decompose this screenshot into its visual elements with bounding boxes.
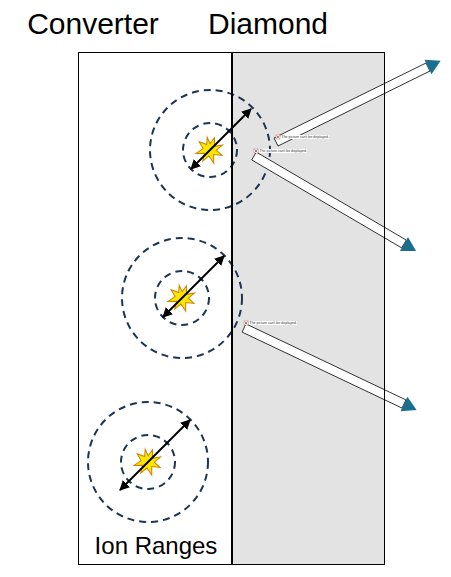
track-head bbox=[400, 237, 416, 251]
outer-range bbox=[88, 402, 208, 522]
particle-tracks bbox=[242, 60, 441, 411]
region-heading: Diamond bbox=[208, 7, 328, 42]
reaction-bursts bbox=[131, 133, 226, 478]
broken-image-cross bbox=[255, 150, 257, 152]
placeholder-note: The picture can't be displayed. bbox=[259, 149, 307, 153]
track-bar bbox=[242, 324, 406, 408]
track-head bbox=[425, 60, 441, 74]
region-heading: Converter bbox=[27, 7, 159, 42]
converter-region: Converter bbox=[78, 52, 232, 565]
broken-image-icon bbox=[276, 135, 280, 139]
range-arrow bbox=[191, 109, 251, 169]
track-bar bbox=[252, 152, 407, 248]
range-arrow bbox=[120, 420, 190, 490]
ion-range-circles bbox=[88, 90, 270, 522]
outer-range bbox=[122, 238, 242, 358]
track-head bbox=[401, 397, 417, 411]
placeholder-note: The picture can't be displayed. bbox=[249, 321, 297, 325]
track-bar bbox=[274, 63, 430, 146]
range-arrow bbox=[163, 256, 224, 317]
missing-picture-icons bbox=[244, 135, 280, 325]
broken-image-cross bbox=[245, 322, 247, 324]
placeholder-note: The picture can't be displayed. bbox=[281, 135, 329, 139]
outer-range bbox=[150, 90, 270, 210]
diamond-region: Diamond bbox=[232, 52, 385, 565]
range-label: Ion Ranges bbox=[95, 532, 218, 560]
broken-image-cross bbox=[277, 136, 279, 138]
broken-image-icon bbox=[254, 149, 258, 153]
broken-image-icon bbox=[244, 321, 248, 325]
